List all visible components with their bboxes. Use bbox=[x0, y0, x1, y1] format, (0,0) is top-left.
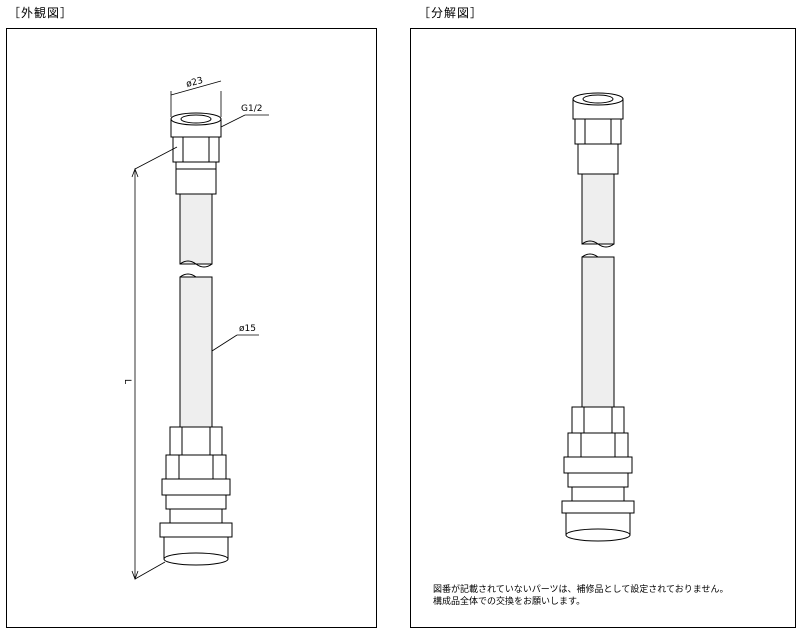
top-collar bbox=[577, 143, 619, 175]
hose-lower bbox=[581, 256, 615, 408]
parts-note-line-2: 構成品全体での交換をお願いします。 bbox=[433, 597, 586, 607]
lower-clip bbox=[571, 486, 625, 502]
hose-upper bbox=[179, 193, 213, 265]
lower-nut bbox=[169, 426, 223, 456]
top-collar bbox=[175, 161, 217, 195]
exploded-view-panel: 図番が記載されていないパーツは、補修品として設定されておりません。 構成品全体で… bbox=[410, 28, 796, 628]
lower-hex bbox=[567, 432, 629, 458]
lower-nut bbox=[571, 406, 625, 434]
lower-ring bbox=[563, 456, 633, 474]
lower-body bbox=[567, 472, 629, 488]
lower-flange bbox=[561, 500, 635, 514]
lower-body bbox=[165, 494, 227, 510]
lower-end bbox=[565, 528, 631, 542]
hose-lower bbox=[179, 276, 213, 428]
hose-diameter-label: ø15 bbox=[239, 324, 256, 334]
lower-hex bbox=[165, 454, 227, 480]
length-label: L bbox=[122, 379, 132, 384]
top-diameter-dimension-line bbox=[170, 80, 222, 96]
lower-clip bbox=[169, 508, 223, 524]
parts-note-line-1: 図番が記載されていないパーツは、補修品として設定されておりません。 bbox=[433, 585, 729, 595]
top-diameter-label: ø23 bbox=[185, 76, 204, 90]
top-nut-hex bbox=[574, 118, 622, 145]
exterior-drawing: ø23 G1/2 ø15 L bbox=[122, 76, 269, 581]
top-nut-bore bbox=[180, 114, 212, 124]
lower-ring bbox=[161, 478, 231, 496]
hose-upper bbox=[581, 173, 615, 245]
exterior-view-label: ［外観図］ bbox=[8, 6, 74, 20]
exterior-view-panel: ø23 G1/2 ø15 L bbox=[6, 28, 377, 628]
exploded-view-label: ［分解図］ bbox=[418, 6, 484, 20]
top-nut-bore bbox=[582, 94, 614, 104]
top-nut-hex bbox=[172, 136, 220, 163]
exploded-drawing bbox=[561, 92, 635, 542]
lower-end bbox=[163, 552, 229, 566]
thread-label: G1/2 bbox=[241, 104, 262, 114]
parts-note: 図番が記載されていないパーツは、補修品として設定されておりません。 構成品全体で… bbox=[433, 584, 728, 608]
lower-flange bbox=[159, 522, 233, 538]
